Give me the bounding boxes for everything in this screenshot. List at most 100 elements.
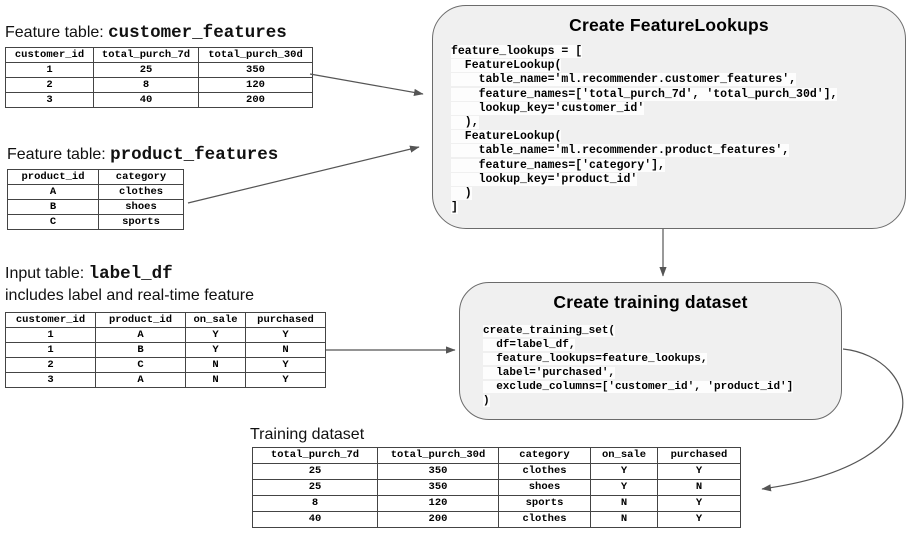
table-cell: N [590, 495, 658, 512]
table-cell: N [185, 357, 246, 373]
code-line: feature_names=['total_purch_7d', 'total_… [451, 87, 838, 101]
code-line: FeatureLookup( [451, 130, 562, 144]
table-cell: C [95, 357, 186, 373]
label-df-title-code: label_df [88, 264, 173, 284]
product-features-title: Feature table: product_features [7, 144, 278, 166]
feature-lookups-code: feature_lookups = [ FeatureLookup( table… [451, 45, 838, 215]
table-cell: A [95, 372, 186, 388]
column-header: category [498, 447, 591, 464]
column-header: total_purch_7d [252, 447, 378, 464]
table-cell: 2 [5, 77, 94, 93]
table-cell: 3 [5, 372, 96, 388]
table-cell: 8 [252, 495, 378, 512]
table-cell: 25 [252, 463, 378, 480]
column-header: customer_id [5, 312, 96, 328]
table-cell: Y [245, 357, 326, 373]
table-cell: sports [498, 495, 591, 512]
table-cell: Y [657, 495, 741, 512]
table-cell: Y [657, 463, 741, 480]
table-cell: shoes [498, 479, 591, 496]
create-feature-lookups-box: Create FeatureLookups feature_lookups = … [432, 5, 906, 229]
create-training-set-code: create_training_set( df=label_df, featur… [483, 324, 794, 408]
table-cell: 350 [377, 479, 499, 496]
table-cell: N [185, 372, 246, 388]
table-cell: Y [185, 327, 246, 343]
code-line: exclude_columns=['customer_id', 'product… [483, 381, 794, 393]
table-cell: 200 [198, 92, 313, 108]
code-line: ), [451, 116, 479, 130]
code-line: label='purchased', [483, 367, 616, 379]
code-line: table_name='ml.recommender.customer_feat… [451, 73, 797, 87]
column-header: product_id [95, 312, 186, 328]
code-line: feature_names=['category'], [451, 158, 665, 172]
table-cell: 1 [5, 327, 96, 343]
table-cell: 40 [93, 92, 199, 108]
code-line: feature_lookups=feature_lookups, [483, 353, 708, 365]
table-cell: 8 [93, 77, 199, 93]
table-cell: Y [657, 511, 741, 528]
table-cell: sports [98, 214, 184, 230]
table-cell: Y [590, 479, 658, 496]
table-cell: clothes [98, 184, 184, 200]
training-dataset-title: Training dataset [250, 426, 365, 443]
column-header: total_purch_30d [198, 47, 313, 63]
table-cell: N [245, 342, 326, 358]
code-line: df=label_df, [483, 339, 576, 351]
table-cell: 1 [5, 342, 96, 358]
table-cell: shoes [98, 199, 184, 215]
code-line: lookup_key='product_id' [451, 172, 638, 186]
column-header: purchased [657, 447, 741, 464]
table-cell: C [7, 214, 99, 230]
label-df-subtitle: includes label and real-time feature [5, 287, 255, 304]
table-cell: 25 [252, 479, 378, 496]
customer-features-title-prefix: Feature table: [5, 24, 109, 41]
table-cell: N [590, 511, 658, 528]
label-df-title-prefix: Input table: [5, 265, 89, 282]
product-features-title-prefix: Feature table: [7, 146, 111, 163]
column-header: on_sale [590, 447, 658, 464]
table-cell: A [95, 327, 186, 343]
code-line: lookup_key='customer_id' [451, 101, 645, 115]
table-cell: B [7, 199, 99, 215]
table-cell: 40 [252, 511, 378, 528]
create-training-dataset-box: Create training dataset create_training_… [459, 282, 842, 420]
table-cell: Y [185, 342, 246, 358]
code-line: feature_lookups = [ [451, 45, 583, 58]
table-cell: N [657, 479, 741, 496]
table-cell: Y [245, 327, 326, 343]
column-header: product_id [7, 169, 99, 185]
column-header: total_purch_7d [93, 47, 199, 63]
table-cell: 120 [198, 77, 313, 93]
column-header: customer_id [5, 47, 94, 63]
column-header: category [98, 169, 184, 185]
table-cell: 350 [198, 62, 313, 78]
table-cell: clothes [498, 463, 591, 480]
create-training-dataset-box-title: Create training dataset [553, 292, 748, 312]
table-cell: 3 [5, 92, 94, 108]
code-line: ) [451, 187, 472, 201]
column-header: on_sale [185, 312, 246, 328]
table-cell: Y [590, 463, 658, 480]
code-line: table_name='ml.recommender.product_featu… [451, 144, 790, 158]
table-cell: 120 [377, 495, 499, 512]
table-cell: Y [245, 372, 326, 388]
table-cell: 350 [377, 463, 499, 480]
